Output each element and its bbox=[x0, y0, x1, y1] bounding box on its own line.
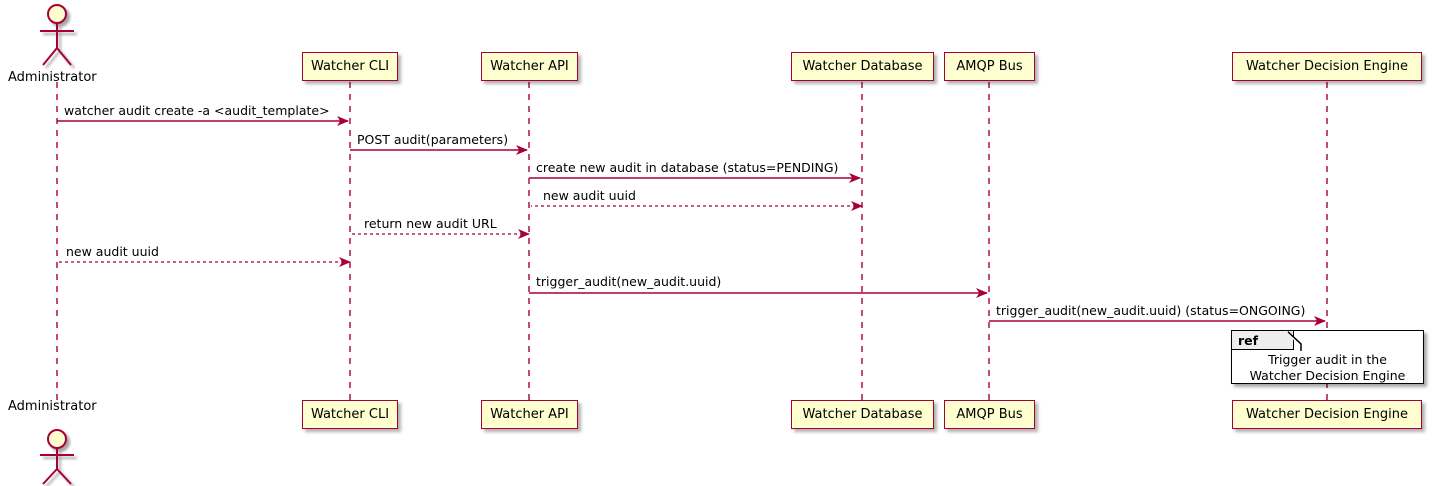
message-label-watcher-audit-create: watcher audit create -a <audit_template> bbox=[64, 103, 330, 118]
actor-administrator-bottom bbox=[40, 429, 74, 485]
participant-box-watcher-database-bottom[interactable]: Watcher Database bbox=[791, 400, 934, 429]
message-label-new-audit-uuid-db: new audit uuid bbox=[543, 188, 636, 203]
message-label-trigger-audit: trigger_audit(new_audit.uuid) bbox=[536, 274, 722, 289]
ref-fragment-body: Trigger audit in the Watcher Decision En… bbox=[1232, 352, 1423, 384]
participant-box-watcher-cli-top[interactable]: Watcher CLI bbox=[302, 52, 398, 81]
actor-leg-right-icon bbox=[56, 468, 72, 485]
actor-head-icon bbox=[47, 4, 67, 24]
ref-fragment[interactable]: ref Trigger audit in the Watcher Decisio… bbox=[1231, 330, 1424, 384]
ref-fragment-line-2: Watcher Decision Engine bbox=[1249, 368, 1406, 383]
participant-label: Watcher API bbox=[490, 59, 569, 74]
participant-box-watcher-database-top[interactable]: Watcher Database bbox=[791, 52, 934, 81]
participant-box-amqp-bus-top[interactable]: AMQP Bus bbox=[944, 52, 1035, 81]
participant-label: Watcher CLI bbox=[310, 407, 390, 422]
message-label-post-audit: POST audit(parameters) bbox=[357, 132, 509, 147]
participant-box-watcher-api-bottom[interactable]: Watcher API bbox=[481, 400, 578, 429]
participant-box-watcher-api-top[interactable]: Watcher API bbox=[481, 52, 578, 81]
participant-label: Watcher CLI bbox=[310, 59, 390, 74]
actor-head-icon bbox=[47, 429, 67, 449]
participant-label: Watcher Decision Engine bbox=[1246, 407, 1408, 422]
participant-box-amqp-bus-bottom[interactable]: AMQP Bus bbox=[944, 400, 1035, 429]
participant-label: Watcher API bbox=[490, 407, 569, 422]
participant-box-watcher-decision-engine-bottom[interactable]: Watcher Decision Engine bbox=[1232, 400, 1422, 429]
participant-label: AMQP Bus bbox=[956, 407, 1023, 422]
actor-label-administrator-bottom: Administrator bbox=[8, 399, 97, 414]
participant-box-watcher-cli-bottom[interactable]: Watcher CLI bbox=[302, 400, 398, 429]
actor-leg-left-icon bbox=[42, 47, 58, 66]
participant-box-watcher-decision-engine-top[interactable]: Watcher Decision Engine bbox=[1232, 52, 1422, 81]
participant-label: Watcher Database bbox=[802, 59, 923, 74]
actor-label-administrator-top: Administrator bbox=[8, 70, 97, 85]
actor-administrator-top bbox=[40, 4, 74, 66]
participant-label: Watcher Database bbox=[802, 407, 923, 422]
message-label-trigger-audit-ongoing: trigger_audit(new_audit.uuid) (status=ON… bbox=[996, 303, 1306, 318]
message-label-return-new-audit-url: return new audit URL bbox=[364, 216, 497, 231]
participant-label: Watcher Decision Engine bbox=[1246, 59, 1408, 74]
lifelines-group bbox=[56, 82, 1328, 400]
ref-fragment-tab-label: ref bbox=[1238, 332, 1259, 348]
actor-leg-left-icon bbox=[42, 468, 58, 485]
message-label-new-audit-uuid-cli: new audit uuid bbox=[66, 244, 159, 259]
participant-label: AMQP Bus bbox=[956, 59, 1023, 74]
ref-fragment-tab: ref bbox=[1232, 331, 1294, 350]
message-label-create-new-audit: create new audit in database (status=PEN… bbox=[536, 160, 839, 175]
actor-leg-right-icon bbox=[56, 47, 72, 66]
ref-fragment-line-1: Trigger audit in the bbox=[1268, 352, 1387, 367]
messages-group bbox=[57, 116, 1326, 326]
